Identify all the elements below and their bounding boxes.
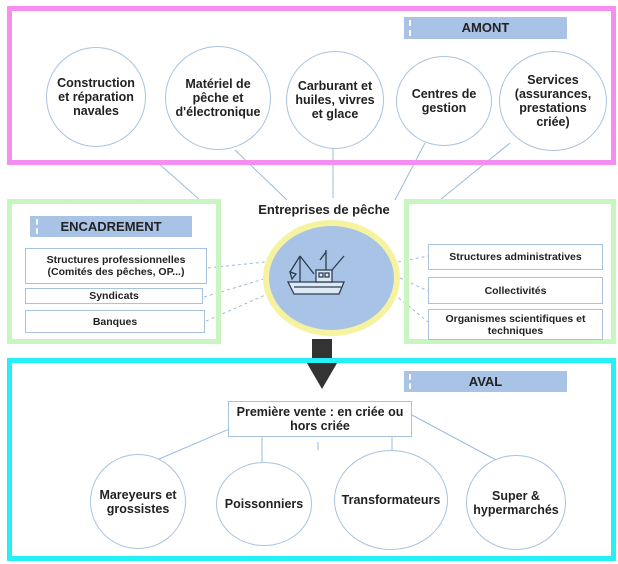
encadrement-right-frame [404,199,616,344]
center-circle [263,220,400,336]
encadrement-left-frame [7,199,221,344]
connector-line [394,142,426,201]
amont-circle-construction: Construction et réparation navales [46,47,146,147]
aval-circle-poissonniers: Poissonniers [216,462,312,546]
dashed-connector [203,277,268,298]
connector-line [411,414,497,461]
center-label: Entreprises de pêche [258,202,390,217]
amont-circle-services: Services (assurances, prestations criée) [499,51,607,151]
dashed-connector [399,277,429,292]
connector-line [157,162,201,201]
encadrement-organismes-scientifiques: Organismes scientifiques et techniques [428,309,603,340]
amont-circle-centres-gestion: Centres de gestion [396,56,492,146]
amont-title: AMONT [404,17,567,39]
amont-circle-carburant: Carburant et huiles, vivres et glace [286,51,384,149]
amont-circle-materiel: Matériel de pêche et d'électronique [165,46,271,150]
encadrement-title: ENCADREMENT [30,216,192,237]
encadrement-syndicats: Syndicats [25,288,203,304]
dashed-connector [393,293,429,323]
dashed-connector [397,255,429,263]
aval-circle-transformateurs: Transformateurs [334,450,448,550]
aval-frame [7,358,616,561]
encadrement-structures-professionnelles: Structures professionnelles (Comités des… [25,248,207,284]
aval-circle-mareyeurs: Mareyeurs et grossistes [90,454,186,549]
connector-line [439,142,511,201]
encadrement-banques: Banques [25,310,205,333]
encadrement-collectivites: Collectivités [428,277,603,304]
amont-frame [7,6,616,165]
aval-first-sale: Première vente : en criée ou hors criée [228,401,412,437]
encadrement-structures-administratives: Structures administratives [428,244,603,270]
aval-circle-super-hypermarches: Super & hypermarchés [466,455,566,550]
connector-line [234,149,288,201]
aval-title: AVAL [404,371,567,392]
down-arrow [303,338,341,390]
fishing-boat-icon [286,246,350,306]
